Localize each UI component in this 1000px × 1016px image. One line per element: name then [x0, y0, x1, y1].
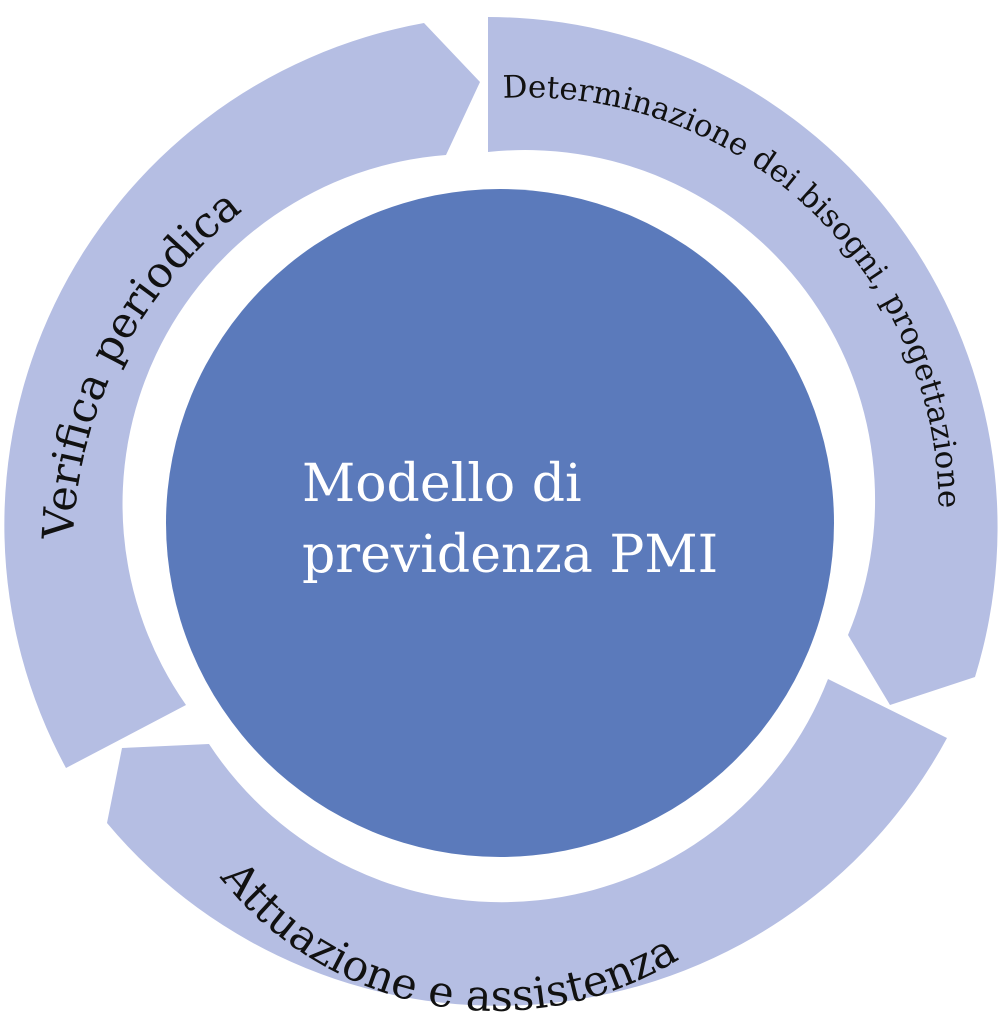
center-title-line-2: previdenza PMI: [302, 525, 718, 585]
center-circle: [166, 189, 834, 857]
center-title-line-1: Modello di: [302, 454, 582, 514]
segment-implementation-support: [107, 679, 947, 1006]
segment-periodic-review: [4, 23, 480, 768]
segment-needs-design: [488, 17, 998, 705]
